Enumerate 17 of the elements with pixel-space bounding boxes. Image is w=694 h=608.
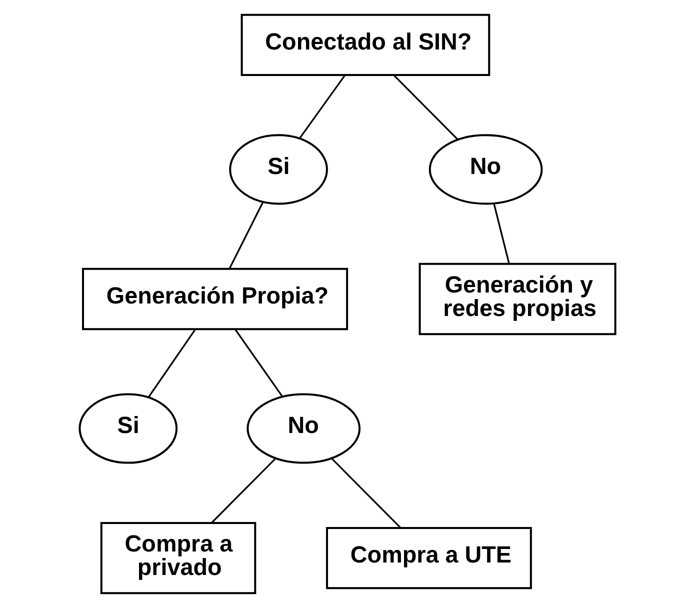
connector	[148, 328, 196, 398]
connector	[228, 202, 264, 270]
connector	[298, 74, 346, 139]
connector	[210, 458, 276, 524]
node-box: Generación Propia?	[82, 268, 348, 330]
connector	[492, 203, 510, 264]
node-box: Conectado al SIN?	[240, 14, 490, 76]
node-ellipse: Si	[78, 393, 178, 464]
node-ellipse: No	[428, 134, 542, 205]
node-box: Generación y redes propias	[418, 262, 616, 336]
node-box: Compra a UTE	[326, 526, 532, 590]
connector	[234, 328, 283, 398]
node-box: Compra a privado	[100, 522, 256, 594]
node-ellipse: Si	[228, 134, 328, 205]
connector	[392, 74, 458, 140]
node-ellipse: No	[246, 393, 360, 464]
connector	[330, 458, 400, 528]
